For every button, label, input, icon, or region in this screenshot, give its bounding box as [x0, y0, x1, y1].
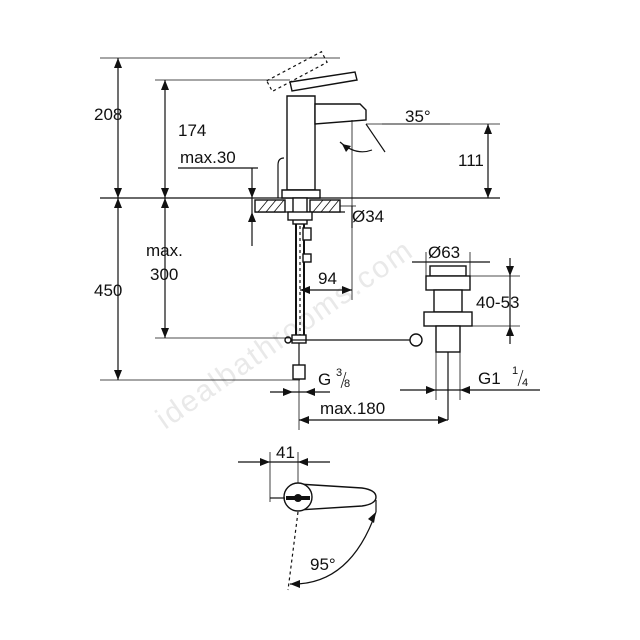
fraction-slash: [517, 369, 524, 387]
waste-body: [433, 289, 463, 313]
spout: [314, 103, 367, 125]
dim-conn-g-num: 3: [336, 367, 342, 379]
arrow: [299, 416, 309, 424]
dim-waste-g-den: 4: [522, 377, 528, 389]
hose-connector: [291, 334, 307, 344]
arrow: [506, 326, 514, 336]
hatch-lines: [257, 199, 340, 213]
swivel-arc: [289, 511, 377, 585]
dim-spout-height: 111: [458, 151, 484, 170]
arrow: [161, 80, 169, 90]
dim-spout-reach: 94: [318, 269, 337, 288]
arrow: [342, 144, 351, 152]
dim-conn-g: G: [318, 370, 331, 389]
dim-conn-g-den: 8: [344, 378, 350, 390]
dim-waste-g-num: 1: [512, 365, 518, 377]
arrow: [161, 198, 169, 208]
dim-hose-len: 300: [150, 265, 178, 284]
waste-pivot: [409, 333, 423, 347]
dim-max-deck: max.30: [180, 148, 236, 167]
arrow: [298, 458, 308, 466]
dim-waste-g: G1: [478, 369, 501, 388]
deck-hatch-left: [254, 199, 286, 213]
arrow: [114, 198, 122, 208]
arrow: [290, 580, 300, 588]
dim-height-total: 208: [94, 105, 122, 124]
hose-fitting-1: [302, 227, 312, 241]
arrow: [342, 286, 352, 294]
arrow: [368, 512, 376, 523]
lever-open-position: [265, 50, 328, 93]
arrow: [260, 458, 270, 466]
arrow: [484, 188, 492, 198]
dim-below-deck: 450: [94, 281, 122, 300]
arrow: [161, 188, 169, 198]
spout-angle-arc: [339, 141, 373, 153]
arrow: [426, 386, 436, 394]
dim-hose-max: max.: [146, 241, 183, 260]
arrow: [460, 386, 470, 394]
top-pivot: [294, 494, 302, 502]
arrow: [438, 416, 448, 424]
arrow: [300, 286, 310, 294]
arrow: [506, 266, 514, 276]
shank-nut: [287, 211, 313, 221]
arrow: [114, 58, 122, 68]
hose-nut: [292, 364, 306, 380]
fraction-slash: [340, 371, 347, 389]
arrow: [305, 388, 315, 396]
arrow: [283, 388, 293, 396]
arrow: [248, 188, 256, 198]
rod-knob: [284, 336, 292, 344]
waste-flange: [429, 265, 467, 277]
arrow: [484, 124, 492, 134]
hose-fitting-2: [302, 253, 312, 263]
dim-waste-diameter: Ø63: [428, 243, 460, 262]
swivel-limit-dash: [287, 511, 299, 591]
top-spout: [297, 483, 377, 511]
waste-top: [425, 275, 471, 291]
spout-angle-line: [365, 123, 386, 153]
tap-base: [281, 189, 321, 199]
arrow: [161, 328, 169, 338]
tap-body: [286, 95, 316, 191]
pop-up-rod: [277, 157, 285, 198]
dim-max-reach: max.180: [320, 399, 385, 418]
waste-nut: [423, 311, 473, 327]
dim-hole-diameter: Ø34: [352, 207, 384, 226]
lever-handle: [289, 71, 358, 92]
dim-height-spout: 174: [178, 121, 206, 140]
dim-waste-range: 40-53: [476, 293, 519, 312]
dim-offset: 41: [276, 443, 295, 462]
dim-spout-angle: 35°: [405, 107, 431, 126]
dim-swivel: 95°: [310, 555, 336, 574]
arrow: [114, 188, 122, 198]
waste-tail: [435, 325, 461, 353]
arrow: [114, 370, 122, 380]
arrow: [248, 212, 256, 222]
